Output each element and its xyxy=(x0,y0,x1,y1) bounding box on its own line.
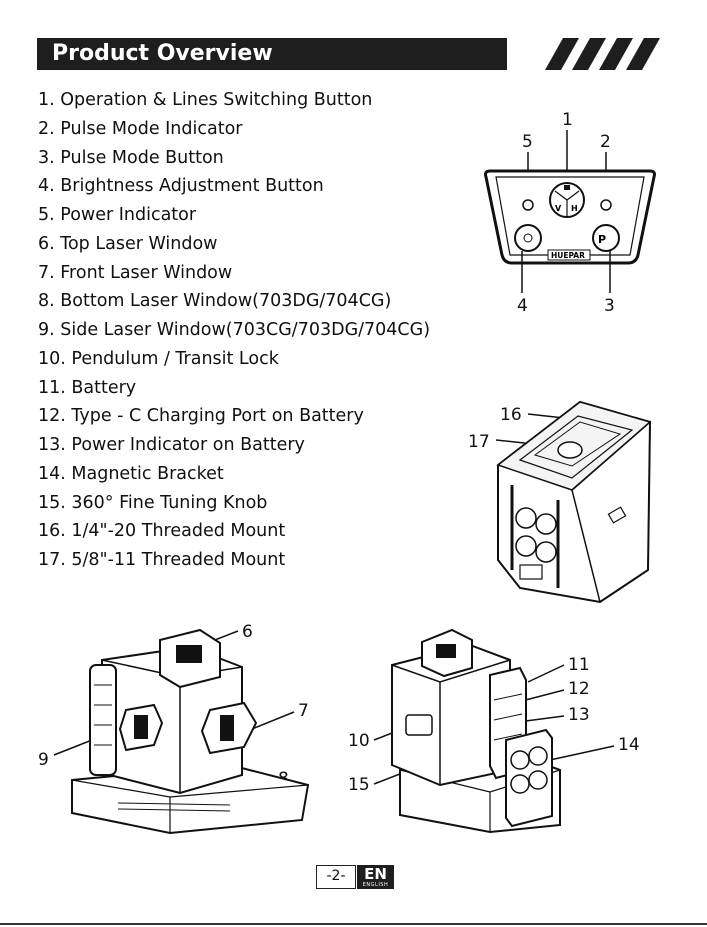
callout-1: 1 xyxy=(562,110,573,130)
threaded-mount-icon xyxy=(557,441,583,459)
callout-9: 9 xyxy=(38,750,49,770)
brand-logo: HUEPAR xyxy=(551,251,585,260)
list-item: 13. Power Indicator on Battery xyxy=(38,435,305,455)
top-view-figure: 16 17 xyxy=(468,400,652,604)
list-item: 14. Magnetic Bracket xyxy=(38,463,224,484)
power-indicator xyxy=(522,199,534,211)
control-panel-figure: 1 2 5 V H P HUEPAR 4 3 xyxy=(484,110,656,316)
svg-text:P: P xyxy=(598,233,606,246)
pendulum-lock xyxy=(405,714,433,736)
back-view-figure: 11 12 13 14 10 15 xyxy=(348,628,640,834)
list-item: 2. Pulse Mode Indicator xyxy=(38,118,243,139)
list-item: 9. Side Laser Window(703CG/703DG/704CG) xyxy=(38,320,431,340)
parts-list: 1. Operation & Lines Switching Button 2.… xyxy=(38,86,430,575)
button-letter-v: V xyxy=(555,204,562,213)
list-item: 15. 360° Fine Tuning Knob xyxy=(38,492,268,513)
list-item: 6. Top Laser Window xyxy=(38,233,218,254)
callout-5: 5 xyxy=(522,132,533,152)
list-item: 1. Operation & Lines Switching Button xyxy=(38,90,373,110)
title-stripes xyxy=(545,38,660,70)
page-number: -2- xyxy=(316,865,356,889)
callout-16: 16 xyxy=(500,405,522,425)
pulse-indicator xyxy=(600,199,612,211)
callout-4: 4 xyxy=(517,296,528,316)
language-badge: EN ENGLISH xyxy=(357,865,394,889)
callout-11: 11 xyxy=(568,655,590,675)
callout-15: 15 xyxy=(348,775,370,795)
list-item: 10. Pendulum / Transit Lock xyxy=(38,348,279,369)
pulse-button xyxy=(592,224,620,252)
front-view-figure: 6 7 8 9 xyxy=(38,622,310,835)
list-item: 16. 1/4"-20 Threaded Mount xyxy=(38,521,286,542)
list-item: 3. Pulse Mode Button xyxy=(38,147,224,168)
list-item: 4. Brightness Adjustment Button xyxy=(38,176,324,197)
language-code: EN xyxy=(364,865,387,883)
callout-7: 7 xyxy=(298,701,309,721)
bottom-rule xyxy=(0,923,707,925)
title-bar xyxy=(37,38,507,70)
callout-10: 10 xyxy=(348,731,370,751)
button-letter-h: H xyxy=(571,204,578,213)
callout-12: 12 xyxy=(568,679,590,699)
brightness-button xyxy=(514,224,542,252)
callout-3: 3 xyxy=(604,296,615,316)
list-item: 17. 5/8"-11 Threaded Mount xyxy=(38,550,286,570)
page-title: Product Overview xyxy=(52,41,273,66)
sun-icon xyxy=(523,233,533,243)
callout-13: 13 xyxy=(568,705,590,725)
list-item: 8. Bottom Laser Window(703DG/704CG) xyxy=(38,291,392,312)
callout-14: 14 xyxy=(618,735,640,755)
list-item: 5. Power Indicator xyxy=(38,205,197,225)
list-item: 12. Type - C Charging Port on Battery xyxy=(38,406,364,427)
list-item: 7. Front Laser Window xyxy=(38,262,233,283)
callout-6: 6 xyxy=(242,622,253,642)
language-name: ENGLISH xyxy=(362,882,389,888)
list-item: 11. Battery xyxy=(38,377,137,398)
lock-icon xyxy=(564,185,570,190)
callout-2: 2 xyxy=(600,132,611,152)
callout-17: 17 xyxy=(468,432,490,452)
